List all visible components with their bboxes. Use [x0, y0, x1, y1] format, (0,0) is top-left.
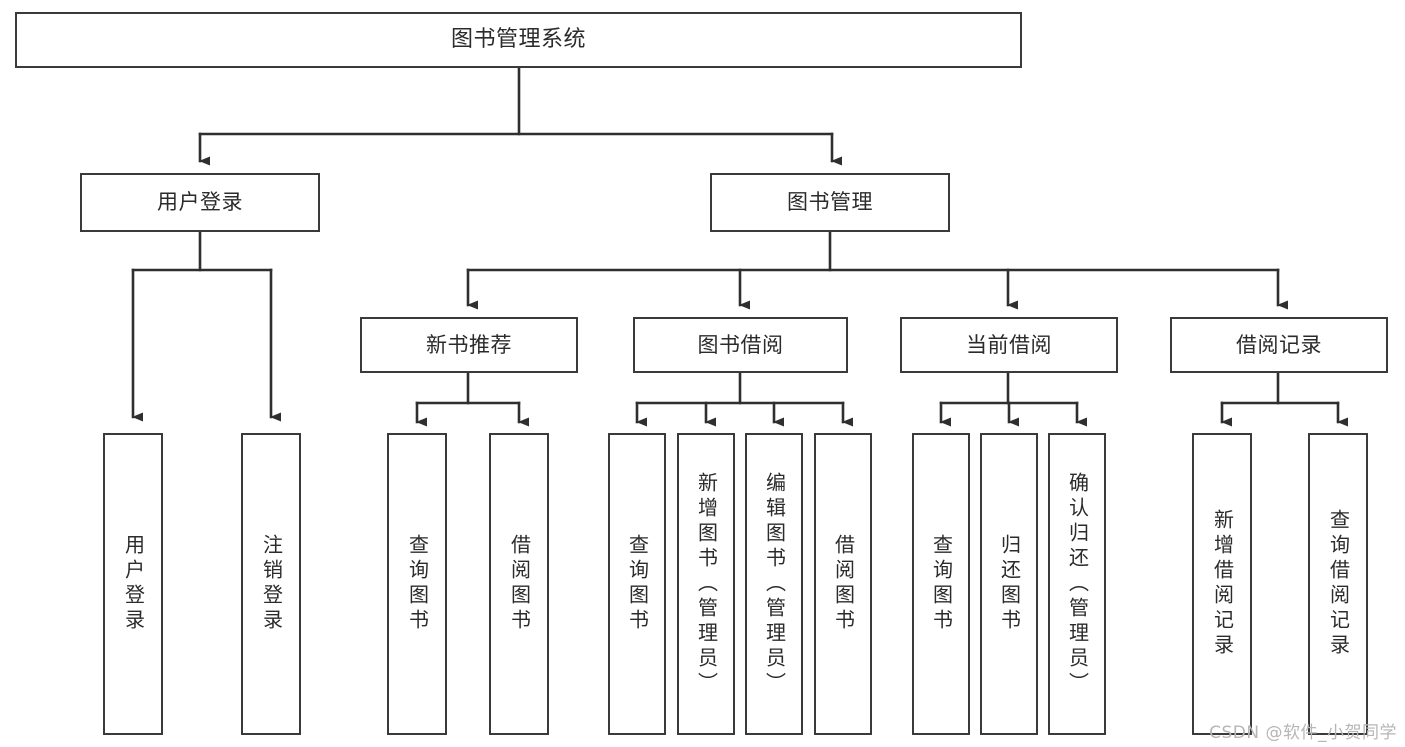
node-label: 当前借阅: [966, 332, 1052, 357]
node-borrow-record[interactable]: 借阅记录: [1170, 317, 1388, 373]
leaf-node-query-borrow-record[interactable]: 查询借阅记录: [1308, 433, 1368, 735]
node-book-management[interactable]: 图书管理: [710, 173, 950, 232]
node-label: 新书推荐: [426, 332, 512, 357]
leaf-node-return-book[interactable]: 归还图书: [980, 433, 1038, 735]
node-label: 查询借阅记录: [1326, 509, 1351, 659]
node-new-book-recommend[interactable]: 新书推荐: [360, 317, 578, 373]
node-label: 编辑图书（管理员）: [762, 471, 787, 697]
node-label: 查询图书: [625, 534, 650, 634]
node-user-login[interactable]: 用户登录: [80, 173, 320, 232]
node-root-book-management-system[interactable]: 图书管理系统: [15, 12, 1022, 68]
node-label: 借阅记录: [1236, 332, 1322, 357]
node-label: 查询图书: [405, 534, 430, 634]
leaf-node-user-login[interactable]: 用户登录: [103, 433, 163, 735]
node-label: 借阅图书: [831, 534, 856, 634]
node-label: 归还图书: [997, 534, 1022, 634]
csdn-watermark: CSDN @软件_小贺同学: [1209, 723, 1397, 743]
node-book-borrow[interactable]: 图书借阅: [633, 317, 848, 373]
leaf-node-logout-login[interactable]: 注销登录: [241, 433, 301, 735]
leaf-node-query-book-borrow[interactable]: 查询图书: [608, 433, 666, 735]
node-label: 用户登录: [121, 534, 146, 634]
leaf-node-query-book-current[interactable]: 查询图书: [912, 433, 970, 735]
node-label: 图书借阅: [697, 332, 784, 357]
node-current-borrow[interactable]: 当前借阅: [900, 317, 1118, 373]
node-label: 图书管理: [787, 190, 873, 215]
node-label: 借阅图书: [507, 534, 532, 634]
leaf-node-borrow-book-recommend[interactable]: 借阅图书: [489, 433, 549, 735]
node-label: 图书管理系统: [450, 27, 586, 53]
leaf-node-add-borrow-record[interactable]: 新增借阅记录: [1192, 433, 1252, 735]
leaf-node-borrow-book[interactable]: 借阅图书: [814, 433, 872, 735]
leaf-node-confirm-return-admin[interactable]: 确认归还（管理员）: [1048, 433, 1106, 735]
leaf-node-edit-book-admin[interactable]: 编辑图书（管理员）: [745, 433, 803, 735]
node-label: 新增图书（管理员）: [694, 471, 719, 697]
node-label: 用户登录: [157, 190, 243, 215]
node-label: 查询图书: [929, 534, 954, 634]
node-label: 注销登录: [259, 534, 284, 634]
node-label: 确认归还（管理员）: [1065, 471, 1090, 697]
leaf-node-query-book-recommend[interactable]: 查询图书: [387, 433, 447, 735]
node-label: 新增借阅记录: [1210, 509, 1235, 659]
leaf-node-add-book-admin[interactable]: 新增图书（管理员）: [677, 433, 735, 735]
